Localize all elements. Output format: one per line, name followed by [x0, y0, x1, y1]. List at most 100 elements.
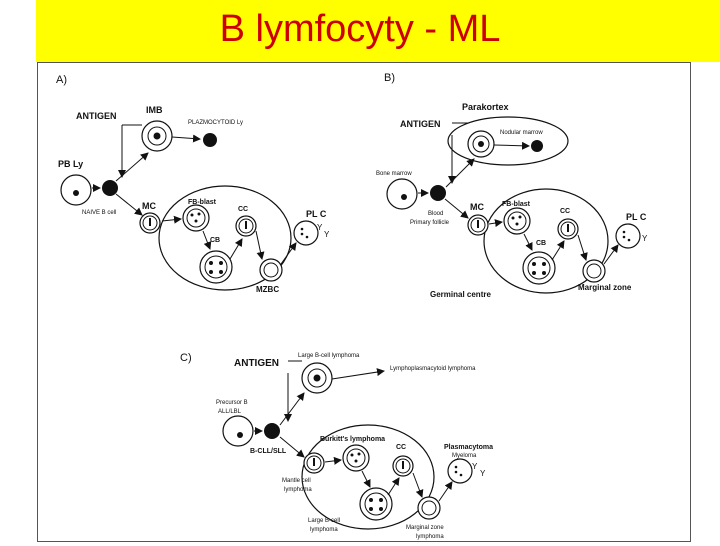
panel-c-burkitt-dot: [350, 453, 354, 457]
panel-c-cc-ring: [395, 458, 411, 474]
panel-c-arrow: [412, 472, 424, 498]
panel-b-arrow: [444, 198, 469, 219]
panel-b-label: B): [384, 72, 395, 84]
panel-b-bone-marrow: Bone marrow: [376, 171, 412, 177]
panel-c-top-nucleus: [313, 374, 321, 382]
b-cell-diagram: A) ANTIGEN IMB PLAZMOCYTOID Ly PB Ly MC …: [37, 62, 691, 542]
panel-a-cb-dot: [219, 270, 223, 274]
panel-b-plc: PL C: [626, 212, 647, 222]
panel-a-pb-nucleus: [73, 190, 79, 196]
panel-c-burkitt-ring: [346, 448, 366, 468]
panel-b-fb-ring: [507, 211, 527, 231]
panel-a-imb-nucleus: [153, 132, 161, 140]
panel-a-cb-dot: [219, 261, 223, 265]
panel-a-plc-dot: [300, 232, 304, 236]
panel-c-plasmacytoma-cell: [447, 458, 473, 484]
panel-c-plasma-dot: [454, 470, 458, 474]
panel-a-arrow: [202, 230, 212, 250]
panel-c-precursor-nucleus: [237, 432, 243, 438]
panel-a-arrow: [115, 193, 143, 216]
panel-a-arrow: [171, 134, 201, 143]
panel-b-cb-dot: [532, 271, 536, 275]
panel-b-fb-dot: [511, 216, 515, 220]
panel-b-mc: MC: [470, 202, 484, 212]
panel-c-precursor-1: Precursor B: [216, 400, 248, 406]
panel-a-naive: NAIVE B cell: [82, 210, 116, 216]
panel-b-arrow: [493, 141, 530, 150]
panel-c-large-dot: [379, 498, 383, 502]
panel-b-arrow: [551, 240, 565, 261]
panel-c-plasma-dot: [454, 465, 458, 469]
panel-b-germinal: Germinal centre: [430, 290, 491, 299]
panel-b-fb-dot: [515, 222, 519, 226]
panel-b-mz-cell: [582, 259, 606, 283]
panel-b-mz-ring: [586, 263, 602, 279]
panel-c-arrow: [279, 436, 305, 458]
panel-a-mc: MC: [142, 201, 156, 211]
panel-c-mantle-1: Mantle cell: [282, 478, 311, 484]
panel-c-large-dot: [369, 498, 373, 502]
panel-a-arrow: [115, 152, 149, 182]
panel-c-arrow: [361, 470, 371, 488]
panel-c-myeloma: Myeloma: [452, 453, 477, 459]
panel-b-bm-nucleus: [401, 194, 407, 200]
panel-c-arrow: [324, 456, 342, 465]
panel-b-plc-dot: [622, 230, 626, 234]
panel-c-burkitt-dot: [357, 452, 361, 456]
panel-c-precursor-cell: [222, 415, 254, 447]
panel-a-plc-cell: [293, 220, 319, 246]
panel-b-plc-dot: [627, 238, 631, 242]
panel-c-bcll: B-CLL/SLL: [250, 448, 287, 455]
panel-c-marginal-1: Marginal zone: [406, 525, 444, 531]
panel-b-plc-cell: [615, 223, 641, 249]
panel-b-germinal-region: [483, 188, 609, 294]
panel-c-label: C): [180, 352, 192, 364]
panel-b-blood-cell: [430, 185, 446, 201]
panel-c-follicle: [301, 424, 435, 530]
panel-a-naive-cell: [102, 180, 118, 196]
panel-b-fb-dot: [518, 215, 522, 219]
panel-c-antibody-glyph: Y: [472, 462, 478, 471]
panel-b-arrow: [523, 233, 533, 251]
panel-a-cb-dot: [209, 270, 213, 274]
panel-b-cb-dot: [542, 262, 546, 266]
panel-c-lymphoplasma: Lymphoplasmacytoid lymphoma: [390, 366, 476, 372]
slide-title: B lymfocyty - ML: [219, 8, 501, 50]
panel-a-pb-ly: PB Ly: [58, 159, 83, 169]
panel-b-cb-dot: [532, 262, 536, 266]
panel-b-arrow: [603, 244, 619, 265]
panel-b-plc-dot: [622, 235, 626, 239]
panel-c-plasmacytoma: Plasmacytoma: [444, 444, 493, 451]
panel-c-large-b-1: Large B-cell: [308, 518, 340, 524]
panel-b-arrow: [577, 234, 588, 261]
panel-c-large-dot: [379, 507, 383, 511]
panel-a-plazmocytoid: PLAZMOCYTOID Ly: [188, 120, 243, 126]
panel-b-blood: Blood: [428, 211, 443, 217]
panel-a-plc-dot: [305, 235, 309, 239]
panel-a-arrow: [229, 238, 243, 260]
panel-b-cc-ring: [560, 221, 576, 237]
panel-c-large-lymphoma: Large B-cell lymphoma: [298, 353, 360, 359]
diagram-svg: A) ANTIGEN IMB PLAZMOCYTOID Ly PB Ly MC …: [56, 72, 648, 540]
panel-c: C) ANTIGEN Large B-cell lymphoma Lymphop…: [180, 352, 493, 540]
panel-c-antigen: ANTIGEN: [234, 358, 279, 369]
panel-c-arrow: [387, 477, 400, 496]
panel-a-antigen: ANTIGEN: [76, 111, 117, 121]
panel-c-mantle-2: lymphoma: [284, 487, 312, 493]
panel-a-arrow: [280, 242, 297, 265]
panel-a-mzbc-ring: [263, 262, 279, 278]
panel-a-fb-dot: [190, 213, 194, 217]
panel-c-mz-ring: [421, 500, 437, 516]
panel-b-primary: Primary follicle: [410, 220, 450, 226]
panel-c-mantle-ring: [306, 455, 322, 471]
panel-a-antibody-glyph: Y: [324, 230, 330, 239]
panel-b-bm-cell: [386, 178, 418, 210]
panel-b-para-nucleus: [478, 141, 484, 147]
panel-a-mzbc: MZBC: [256, 285, 279, 294]
panel-a-mc-ring: [142, 215, 158, 231]
panel-b-parakortex: Parakortex: [462, 102, 509, 112]
panel-a-plazmocytoid-cell: [203, 133, 217, 147]
panel-b: B) Parakortex ANTIGEN Nodular marrow Bon…: [376, 72, 648, 299]
panel-a-fb-ring: [186, 208, 206, 228]
panel-a-fb-blast: FB-blast: [188, 199, 217, 206]
